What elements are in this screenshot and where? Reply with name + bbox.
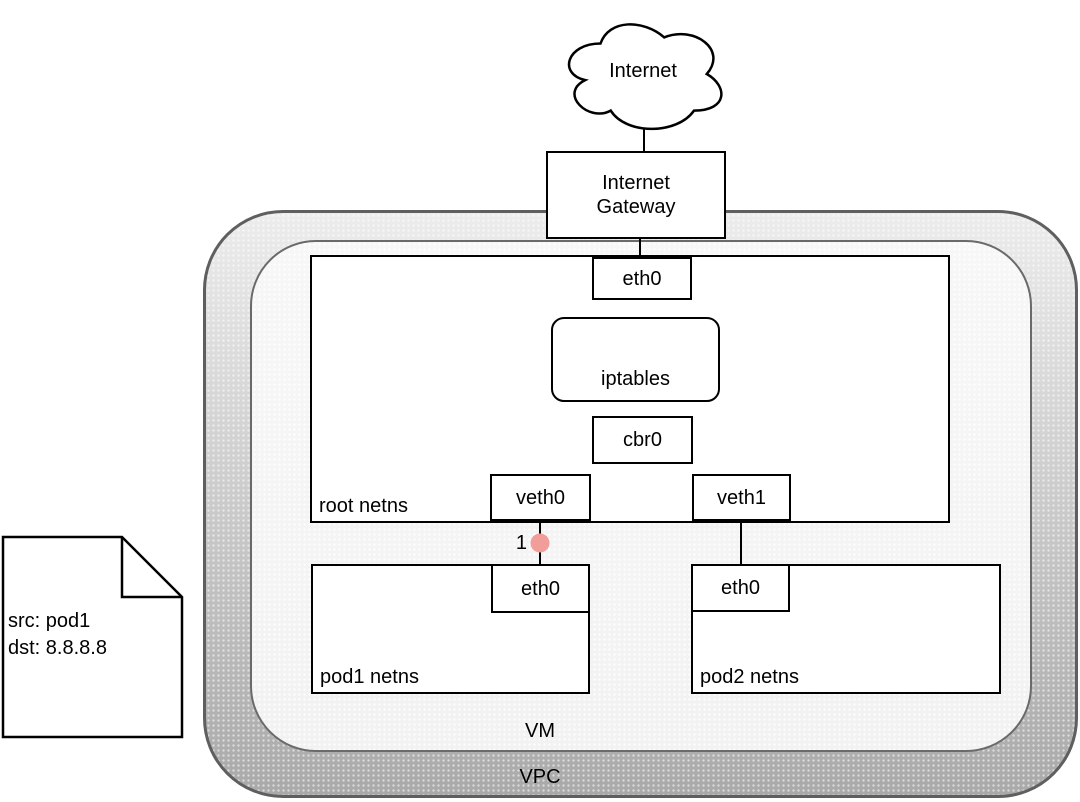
cbr0-node: cbr0 xyxy=(592,416,693,464)
veth0-node: veth0 xyxy=(490,474,591,521)
packet-src-line: src: pod1 xyxy=(8,610,91,632)
vm-label: VM xyxy=(525,720,555,742)
iptables-node: iptables xyxy=(551,317,720,402)
veth1-node: veth1 xyxy=(692,474,791,521)
pod1-eth0-node: eth0 xyxy=(491,564,590,613)
internet-gateway-node: Internet Gateway xyxy=(546,151,726,239)
packet-dst-line: dst: 8.8.8.8 xyxy=(8,637,107,659)
root-netns-label: root netns xyxy=(319,495,408,517)
pod2-netns-label: pod2 netns xyxy=(700,666,799,688)
step-1-marker-label: 1 xyxy=(515,532,527,554)
pod1-netns-label: pod1 netns xyxy=(320,666,419,688)
pod2-eth0-node: eth0 xyxy=(691,564,790,612)
root-eth0-node: eth0 xyxy=(592,257,692,300)
vpc-label: VPC xyxy=(519,766,561,788)
packet-note-text: src: pod1 dst: 8.8.8.8 xyxy=(8,608,176,662)
internet-label: Internet xyxy=(609,60,677,82)
